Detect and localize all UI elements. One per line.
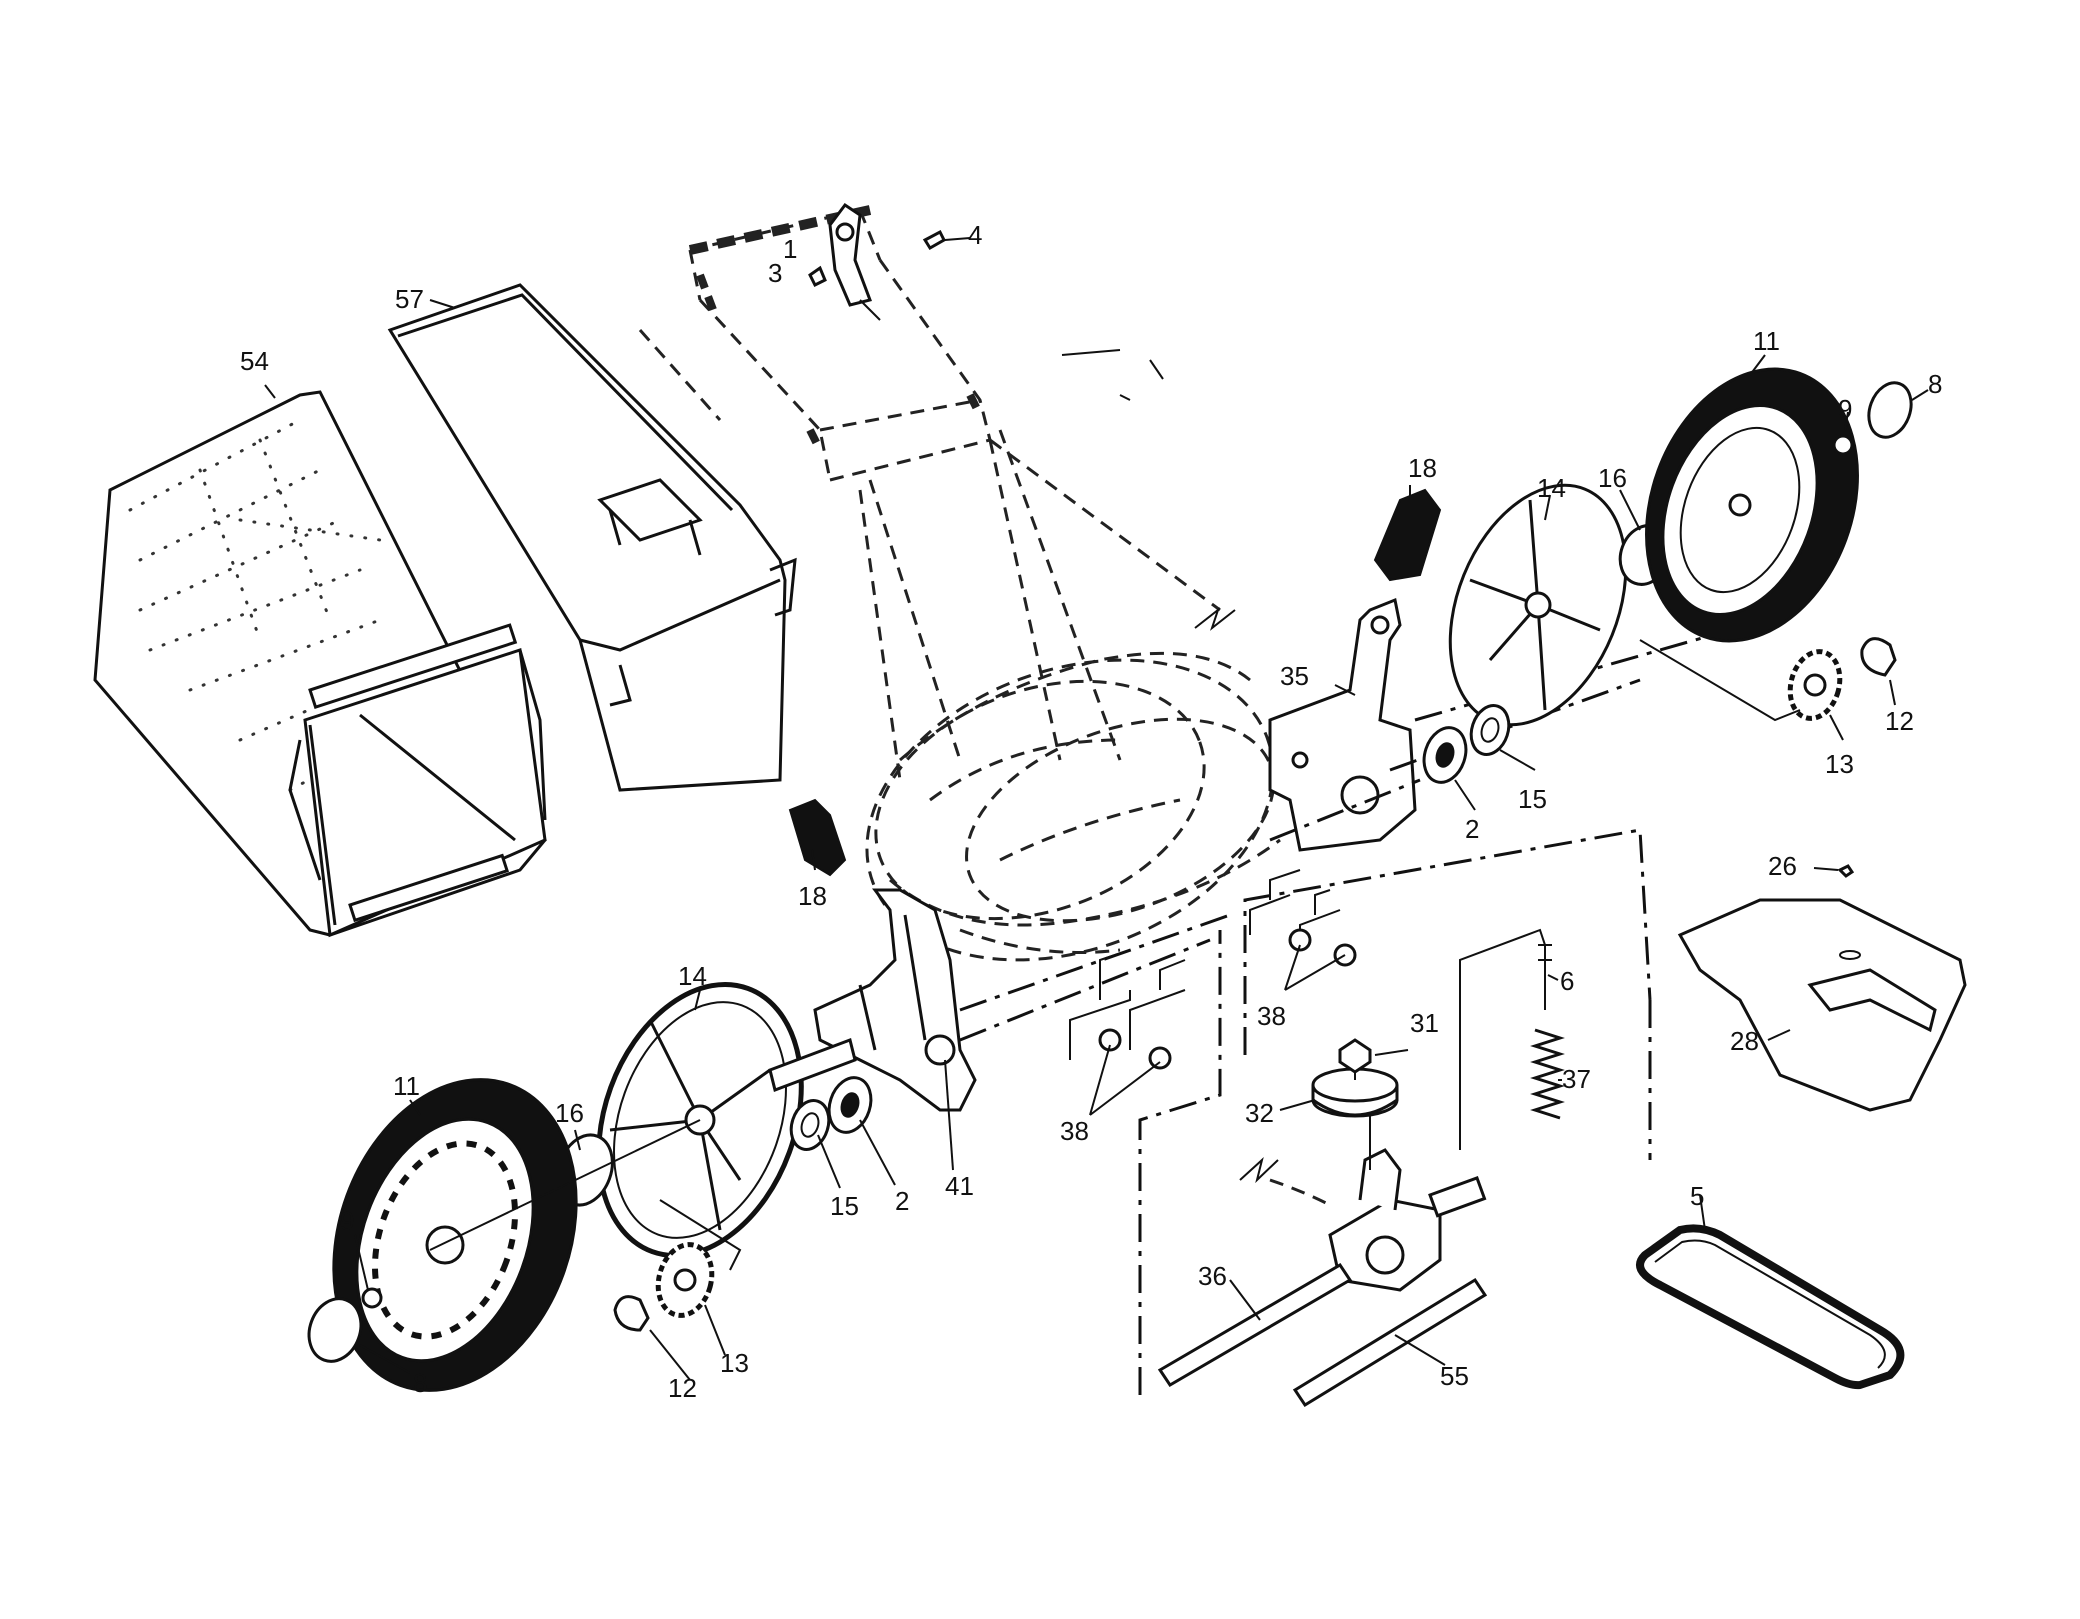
label-part-8-right: 8 bbox=[1928, 369, 1942, 399]
pulley-32 bbox=[1311, 1067, 1399, 1118]
transmission-drive-curve bbox=[1269, 1178, 1331, 1207]
label-part-38-right: 38 bbox=[1257, 1001, 1286, 1031]
label-part-15-right: 15 bbox=[1518, 784, 1547, 814]
label-part-16-right: 16 bbox=[1598, 463, 1627, 493]
hubcap-8-right bbox=[1867, 381, 1913, 439]
label-part-11-right: 11 bbox=[1753, 326, 1780, 356]
label-part-14-left: 14 bbox=[678, 961, 707, 991]
rod-6 bbox=[1538, 944, 1552, 1010]
label-part-28: 28 bbox=[1730, 1026, 1759, 1056]
label-part-54: 54 bbox=[240, 346, 269, 376]
label-part-18-right: 18 bbox=[1408, 453, 1437, 483]
nut-group-38-right bbox=[1249, 869, 1357, 967]
right-wheel-bracket bbox=[1268, 597, 1417, 852]
break-symbol-upper bbox=[1194, 607, 1236, 631]
hubcap-8-left bbox=[307, 1297, 363, 1363]
handle-assembly-ghost bbox=[638, 208, 1221, 781]
label-part-3: 3 bbox=[768, 258, 782, 288]
bag-frame bbox=[387, 283, 797, 792]
grip-pad-right bbox=[1373, 488, 1442, 582]
grass-bag bbox=[93, 390, 547, 938]
left-axle-pin bbox=[768, 1038, 857, 1092]
label-part-9-right: 9 bbox=[1838, 394, 1852, 424]
left-axle-centerline bbox=[959, 913, 1231, 1012]
transmission bbox=[1328, 1115, 1487, 1292]
label-part-2-left: 2 bbox=[895, 1186, 909, 1216]
clip-12-left bbox=[613, 1295, 650, 1332]
label-part-14-right: 14 bbox=[1537, 473, 1566, 503]
transmission-boundary bbox=[1138, 930, 1222, 1395]
screw-26 bbox=[1837, 864, 1855, 878]
break-symbol-lower bbox=[1239, 1157, 1279, 1184]
right-axle-centerline bbox=[1389, 678, 1641, 772]
label-part-9-left: 9 bbox=[340, 1206, 354, 1236]
gear-link-line-left bbox=[659, 1199, 742, 1271]
belt-5 bbox=[1636, 1224, 1905, 1390]
left-wheel-bracket bbox=[813, 888, 977, 1112]
bearing-2-right bbox=[1422, 726, 1468, 784]
leader-lines bbox=[264, 237, 1929, 1381]
label-part-5: 5 bbox=[1690, 1181, 1704, 1211]
tire-11-right bbox=[1645, 367, 1859, 643]
label-part-2-right: 2 bbox=[1465, 814, 1479, 844]
label-part-38-left: 38 bbox=[1060, 1116, 1089, 1146]
bearing-2-left bbox=[827, 1076, 873, 1134]
label-part-11-left: 11 bbox=[393, 1071, 420, 1101]
label-part-26: 26 bbox=[1768, 851, 1797, 881]
right-axle-centerline-2 bbox=[1269, 778, 1421, 842]
gear-13-right bbox=[1787, 649, 1843, 721]
label-part-13-left: 13 bbox=[720, 1348, 749, 1378]
label-part-35: 35 bbox=[1280, 661, 1309, 691]
deck-ghost bbox=[865, 651, 1281, 962]
nut-9-right bbox=[1832, 434, 1854, 456]
label-part-41: 41 bbox=[945, 1171, 974, 1201]
tire-11-left bbox=[332, 1078, 578, 1392]
label-part-6: 6 bbox=[1560, 966, 1574, 996]
label-part-13-right: 13 bbox=[1825, 749, 1854, 779]
label-part-4: 4 bbox=[968, 220, 982, 250]
left-wheel-centerline bbox=[429, 1119, 701, 1251]
label-part-18-left: 18 bbox=[798, 881, 827, 911]
label-part-37: 37 bbox=[1562, 1064, 1591, 1094]
label-part-15-left: 15 bbox=[830, 1191, 859, 1221]
control-bail-parts bbox=[688, 202, 984, 452]
clip-12-right bbox=[1860, 637, 1897, 677]
transmission-boundary-top bbox=[1243, 828, 1652, 1055]
gear-13-left bbox=[655, 1242, 715, 1318]
label-part-57: 57 bbox=[395, 284, 424, 314]
label-part-12-right: 12 bbox=[1885, 706, 1914, 736]
gear-link-line-right bbox=[1639, 639, 1801, 722]
transmission-rod-line bbox=[1459, 928, 1546, 1150]
left-axle-centerline-2 bbox=[959, 938, 1211, 1042]
label-part-32: 32 bbox=[1245, 1098, 1274, 1128]
shaft-55 bbox=[1292, 1277, 1488, 1408]
label-part-36: 36 bbox=[1198, 1261, 1227, 1291]
bolt-31 bbox=[1338, 1038, 1372, 1080]
nut-group-38-left bbox=[1069, 949, 1186, 1070]
part-number-labels: 1 3 4 57 54 18 14 16 11 9 8 35 12 13 2 1… bbox=[240, 220, 1942, 1403]
drive-shaft-36 bbox=[1157, 1262, 1353, 1388]
label-part-16-left: 16 bbox=[555, 1098, 584, 1128]
washer-15-right bbox=[1469, 704, 1511, 756]
label-part-8-left: 8 bbox=[413, 1368, 427, 1398]
discharge-cover-28 bbox=[1677, 898, 1967, 1112]
label-part-1: 1 bbox=[783, 234, 797, 264]
nut-9-left bbox=[361, 1287, 383, 1309]
grip-pad-left bbox=[788, 798, 847, 877]
label-part-31: 31 bbox=[1410, 1008, 1439, 1038]
spring-37 bbox=[1530, 1028, 1565, 1120]
label-part-55: 55 bbox=[1440, 1361, 1469, 1391]
label-part-12-left: 12 bbox=[668, 1373, 697, 1403]
